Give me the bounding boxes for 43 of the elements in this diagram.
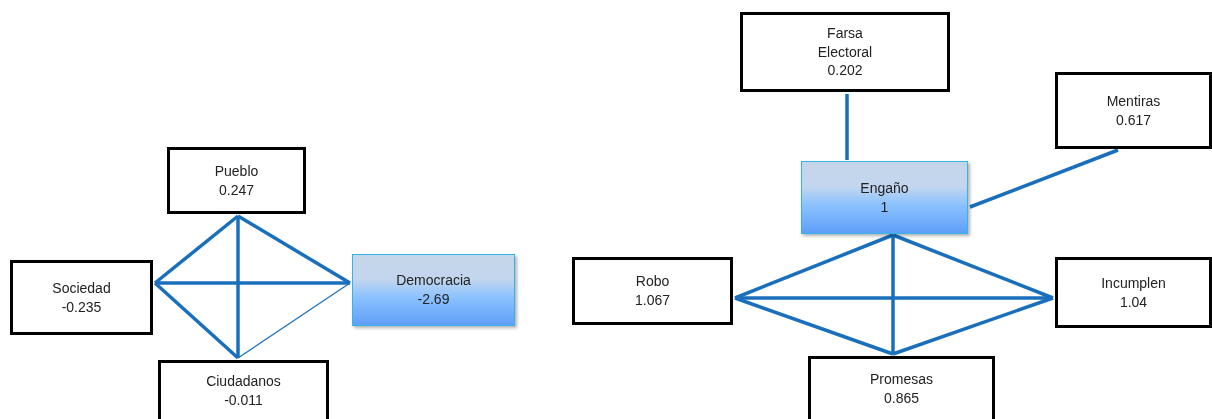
node-value: 0.247 xyxy=(218,180,254,200)
node-value: -0.235 xyxy=(61,297,102,317)
highlighted-node-box xyxy=(352,254,515,326)
node-name: Engaño xyxy=(860,178,909,198)
node-box xyxy=(167,147,306,214)
node-name: Promesas xyxy=(870,370,933,389)
node-name: Ciudadanos xyxy=(206,372,281,391)
connector-line xyxy=(153,214,240,285)
connector-line xyxy=(969,148,1119,209)
connector-line xyxy=(153,281,240,360)
node-box xyxy=(740,12,950,92)
node-name: Sociedad xyxy=(52,278,111,298)
node-name: Incumplen xyxy=(1101,273,1166,293)
connector-line xyxy=(155,281,350,285)
connector-line xyxy=(734,296,894,356)
node-value: -0.011 xyxy=(224,391,263,410)
node-value: -2.69 xyxy=(417,290,450,309)
node-box xyxy=(1055,72,1212,149)
node-name: Robo xyxy=(635,272,670,291)
node-value: 1 xyxy=(880,197,889,217)
node-box xyxy=(10,260,153,335)
node-name: Pueblo xyxy=(214,161,259,181)
node-value: 0.202 xyxy=(827,61,863,81)
node-name: Mentiras xyxy=(1106,91,1161,111)
node-name: Democracia xyxy=(396,271,471,290)
connector-line xyxy=(892,233,1054,300)
node-name: Farsa Electoral xyxy=(816,23,874,62)
connector-line xyxy=(845,94,849,160)
node-value: 1.04 xyxy=(1119,292,1148,312)
node-box xyxy=(158,360,329,419)
connector-line xyxy=(237,214,351,285)
node-value: 0.617 xyxy=(1115,110,1151,130)
node-value: 0.865 xyxy=(883,389,919,408)
connector-line xyxy=(891,235,895,354)
connector-line xyxy=(236,216,240,358)
connector-line xyxy=(734,233,894,300)
connector-line xyxy=(892,296,1054,356)
node-box xyxy=(808,356,995,419)
node-box xyxy=(1055,257,1212,328)
highlighted-node-box xyxy=(801,161,968,234)
node-box xyxy=(572,257,733,325)
connector-line xyxy=(237,282,351,359)
node-value: 1.067 xyxy=(634,291,670,310)
